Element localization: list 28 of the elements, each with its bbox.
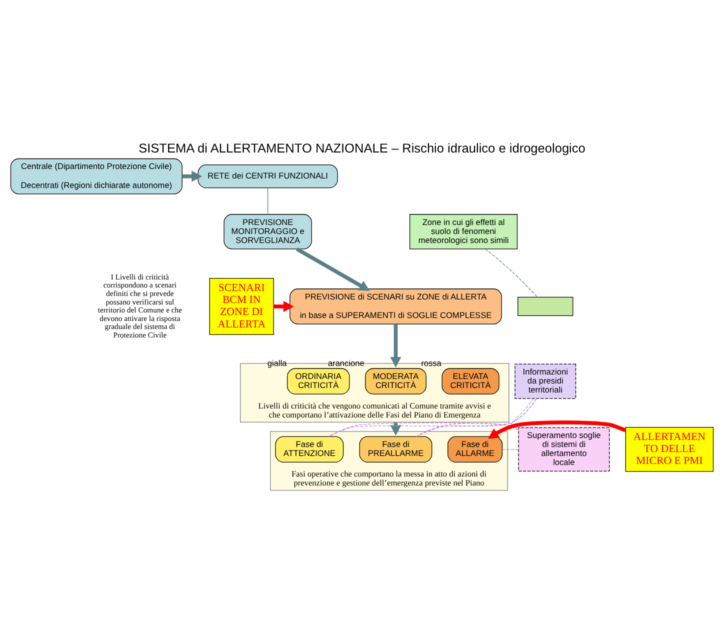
node-box: ALLERTAMEN TO DELLE MICRO E PMI [625, 427, 714, 472]
arrow [182, 170, 202, 182]
node-box: Centrale (Dipartimento Protezione Civile) Decentrati (Regioni dichiarate autonome) [10, 158, 182, 194]
connector [484, 248, 538, 298]
diagram-title: SISTEMA di ALLERTAMENTO NAZIONALE – Rischio idraulico e idrogeologico [138, 140, 586, 156]
node-box: ORDINARIA CRITICITÀ [287, 368, 350, 394]
arrow [488, 420, 626, 439]
connector [416, 423, 519, 437]
node-box: RETE dei CENTRI FUNZIONALI [198, 164, 338, 188]
connector [502, 449, 519, 450]
node-box: Superamento soglie di sistemi di allertamento locale [518, 427, 610, 472]
node-box: Fase di PREALLARME [359, 436, 432, 462]
node-box [518, 296, 574, 316]
node-box: Fase di ALLARME [448, 436, 503, 462]
arrow [390, 324, 402, 368]
node-label: rossa [421, 358, 442, 368]
node-box: PREVISIONE di SCENARI su ZONE di ALLERTA in base a SUPERAMENTI di SOGLIE COMPLESSE [290, 288, 502, 324]
node-box: PREVISIONE MONITORAGGIO e SORVEGLIANZA [224, 214, 312, 250]
node-box: Informazioni da presidi territoriali [514, 364, 576, 399]
node-box: ELEVATA CRITICITÀ [442, 368, 500, 394]
arrow [274, 300, 294, 312]
node-label: arancione [328, 358, 364, 368]
node-box: Fase di ATTENZIONE [275, 436, 344, 462]
arrow [296, 247, 370, 291]
node-box: MODERATA CRITICITÀ [365, 368, 426, 394]
node-label: gialla [267, 358, 287, 368]
node-box: Zone in cui gli effetti al suolo di fenomeni meteorologici sono simili [409, 214, 518, 250]
node-box: SCENARI BCM IN ZONE DI ALLERTA [209, 278, 274, 335]
